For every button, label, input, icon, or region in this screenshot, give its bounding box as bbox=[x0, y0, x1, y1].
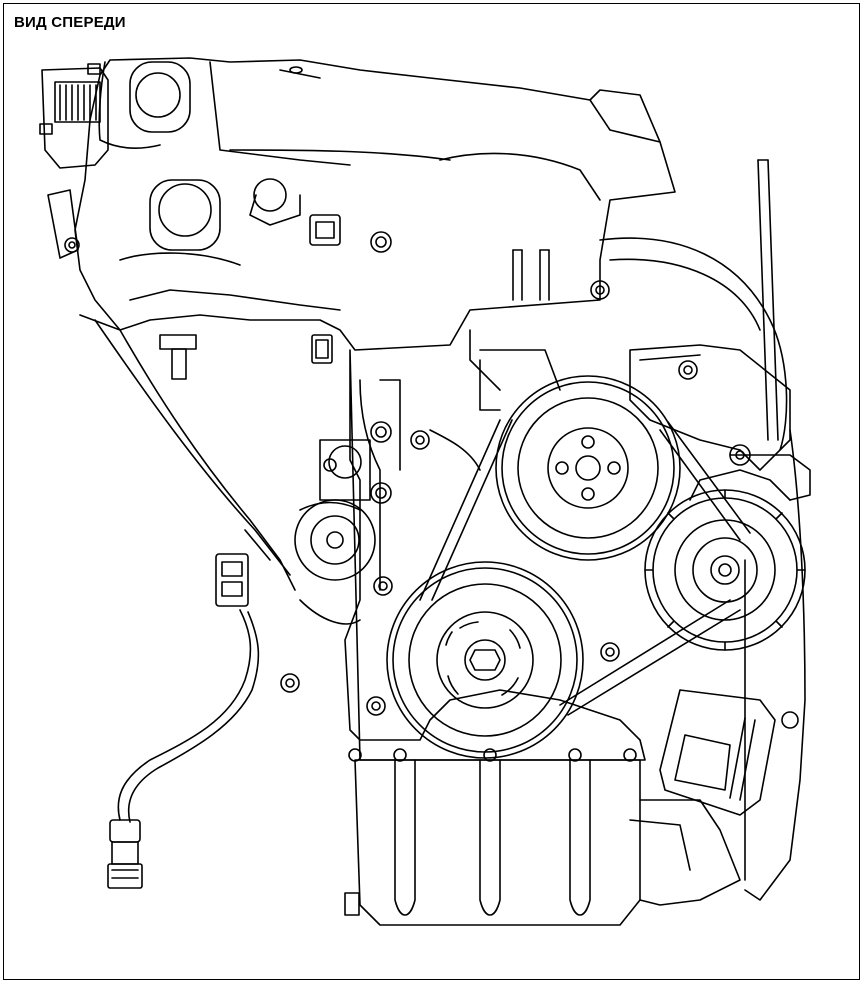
dipstick-tube bbox=[758, 160, 778, 440]
intake-ports bbox=[130, 62, 220, 250]
intake-manifold bbox=[75, 58, 675, 350]
alternator bbox=[645, 445, 805, 650]
sensor-connector bbox=[312, 335, 332, 363]
cover-bolts bbox=[281, 232, 619, 715]
timing-cover bbox=[300, 330, 645, 760]
oil-pan bbox=[345, 749, 640, 925]
map-sensor bbox=[250, 179, 340, 245]
throttle-body bbox=[40, 64, 108, 258]
manifold-bolt bbox=[160, 335, 196, 379]
fuel-lines bbox=[513, 250, 549, 300]
oxygen-sensor bbox=[108, 820, 142, 888]
water-pump-pulley bbox=[496, 376, 680, 560]
diagram-title: ВИД СПЕРЕДИ bbox=[14, 14, 126, 31]
engine-mount-bracket bbox=[630, 345, 810, 500]
oxygen-sensor-harness bbox=[80, 315, 295, 822]
crankshaft-pulley bbox=[387, 562, 583, 758]
oil-filter bbox=[660, 690, 775, 815]
drive-belt bbox=[420, 420, 750, 715]
starter-area bbox=[295, 440, 375, 580]
diagram-frame bbox=[3, 3, 860, 980]
transmission-housing bbox=[630, 712, 798, 905]
oxygen-sensor-connector bbox=[216, 554, 248, 606]
